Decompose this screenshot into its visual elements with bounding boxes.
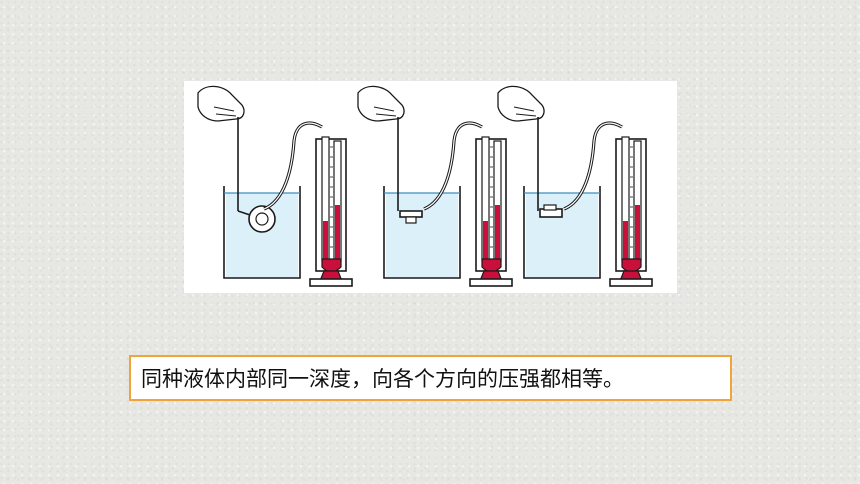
probe-membrane: [405, 216, 417, 224]
hose-inner: [423, 122, 483, 210]
right-liquid: [335, 205, 340, 261]
beaker: [523, 186, 601, 279]
stand-base: [309, 278, 353, 287]
setup-3: [497, 85, 653, 287]
probe-arm: [237, 210, 251, 216]
fingers: [213, 106, 237, 117]
probe-membrane: [543, 204, 557, 211]
water: [386, 193, 458, 278]
left-liquid: [623, 221, 628, 261]
hose-inner: [563, 122, 623, 210]
beaker: [223, 186, 301, 279]
left-liquid: [323, 221, 328, 261]
pressure-experiment-illustration: [197, 85, 653, 287]
hand: [497, 85, 545, 122]
probe: [248, 205, 276, 233]
right-liquid: [635, 205, 640, 261]
beaker: [383, 186, 461, 279]
u-bend: [481, 258, 502, 273]
fingers: [513, 106, 537, 117]
right-liquid: [495, 205, 500, 261]
water: [526, 193, 598, 278]
stand-base: [469, 278, 513, 287]
caption-box: 同种液体内部同一深度，向各个方向的压强都相等。: [129, 355, 732, 401]
hose-inner: [263, 122, 323, 210]
u-bend: [321, 258, 342, 273]
setup-1: [197, 85, 353, 287]
probe: [399, 210, 423, 218]
stand-base: [609, 278, 653, 287]
left-liquid: [483, 221, 488, 261]
hand: [357, 85, 405, 122]
hand: [197, 85, 245, 122]
u-bend: [621, 258, 642, 273]
probe-membrane: [255, 212, 269, 226]
fingers: [373, 106, 397, 117]
setup-2: [357, 85, 513, 287]
caption-text: 同种液体内部同一深度，向各个方向的压强都相等。: [141, 367, 624, 391]
pressure-experiment-figure: [184, 81, 677, 293]
